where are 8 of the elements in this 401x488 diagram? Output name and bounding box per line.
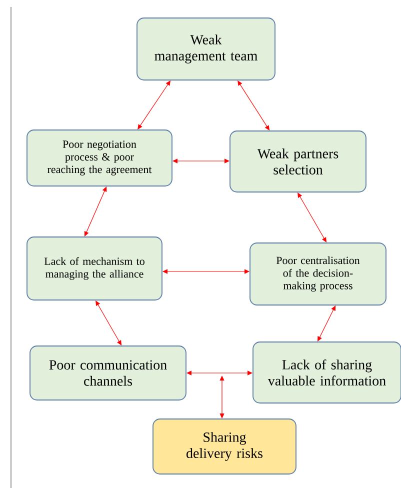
cause-box: Poor negotiation process & poor reaching the agreement xyxy=(26,130,172,186)
cause-box: Weak management team xyxy=(136,18,276,80)
cause-box: Lack of mechanism to managing the alliance xyxy=(26,236,162,300)
cause-box: Poor centralisation of the decision-making process xyxy=(250,242,386,306)
cause-box: Poor communication channels xyxy=(30,346,186,400)
cause-box: Weak partners selection xyxy=(230,130,366,192)
cause-box: Lack of sharing valuable information xyxy=(252,342,401,404)
cause-box: Sharing delivery risks xyxy=(152,418,296,474)
